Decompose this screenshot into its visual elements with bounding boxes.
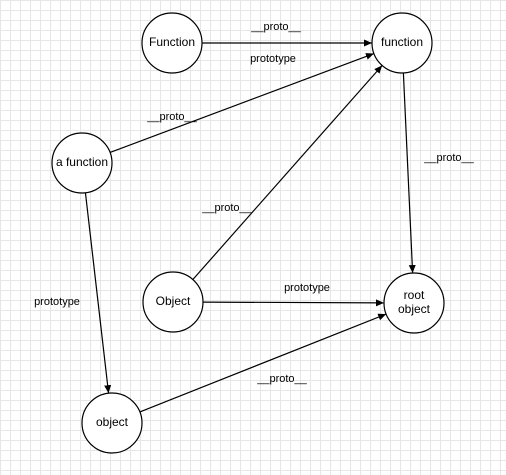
edge-label: prototype — [34, 296, 80, 308]
node-label: a function — [56, 155, 108, 169]
edge-label: __proto__ — [250, 21, 301, 33]
edge-a-function-to-function — [109, 52, 375, 154]
edge-label: __proto__ — [256, 373, 307, 385]
node-a-function: a function — [51, 132, 113, 194]
edges — [84, 39, 416, 413]
edge-Object-to-root-object — [202, 299, 385, 307]
edge-label: __proto__ — [423, 152, 474, 164]
edge-a-function-to-object — [84, 192, 112, 394]
node-circle — [142, 271, 204, 333]
node-label: root — [404, 288, 425, 302]
node-function: Function — [141, 12, 203, 74]
node-label: function — [381, 35, 423, 49]
node-label: object — [398, 302, 431, 316]
node-label: Function — [149, 35, 195, 49]
edge-label: __proto__ — [201, 202, 252, 214]
edge-Object-to-function — [192, 65, 383, 280]
edge-label: __proto__ — [146, 111, 197, 123]
node-label: object — [96, 415, 129, 429]
node-circle — [51, 132, 113, 194]
node-function: function — [371, 12, 433, 74]
node-circle — [141, 12, 203, 74]
edge-object-to-root-object — [139, 313, 387, 413]
node-circle — [371, 12, 433, 74]
edge-function-to-root-object — [402, 72, 416, 274]
edge-labels: __proto____proto____proto____proto__prot… — [34, 21, 475, 385]
node-object: Object — [142, 271, 204, 333]
edge-label: prototype — [284, 282, 330, 294]
function-prototype-label: prototype — [250, 53, 296, 65]
node-circle — [383, 272, 445, 334]
node-object: object — [81, 392, 143, 454]
node-label: Object — [156, 294, 191, 308]
node-circle — [81, 392, 143, 454]
